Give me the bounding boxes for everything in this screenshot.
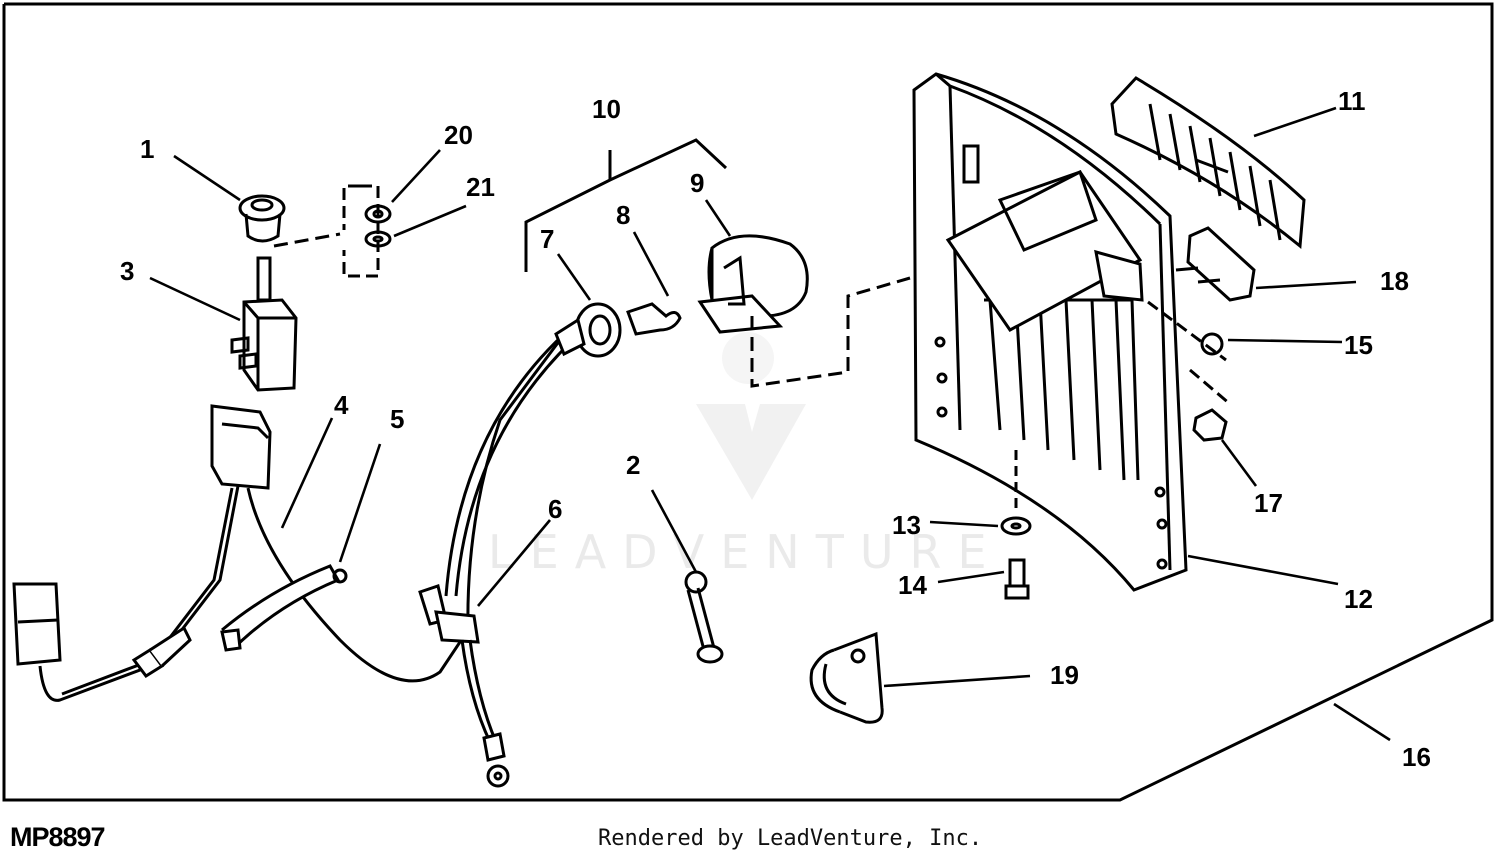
watermark-text: LEADVENTURE — [488, 525, 1003, 579]
part-clip — [809, 631, 884, 724]
callout-21: 21 — [466, 172, 495, 202]
callout-11: 11 — [1338, 86, 1366, 116]
callout-15: 15 — [1344, 330, 1373, 360]
callout-3: 3 — [120, 256, 134, 286]
callout-7: 7 — [540, 224, 554, 254]
part-clamp-and-lead — [418, 318, 587, 788]
part-reflector — [1110, 76, 1306, 249]
callout-1: 1 — [140, 134, 154, 164]
leader-lines — [149, 106, 1391, 742]
callout-17: 17 — [1254, 488, 1283, 518]
callout-8: 8 — [616, 200, 630, 230]
watermark-logo: LEADVENTURE — [488, 332, 1003, 579]
callout-4: 4 — [334, 390, 349, 420]
group-bracket-10 — [524, 138, 728, 272]
part-panel — [912, 72, 1188, 592]
callout-19: 19 — [1050, 660, 1079, 690]
callout-14: 14 — [898, 570, 927, 600]
part-wiring-harness — [12, 339, 562, 702]
callout-20: 20 — [444, 120, 473, 150]
callout-13: 13 — [892, 510, 921, 540]
part-washer-bolt — [1000, 450, 1032, 600]
callout-9: 9 — [690, 168, 704, 198]
dashed-guide-lamp — [750, 276, 911, 388]
part-switch — [230, 256, 298, 392]
part-lamp-assembly — [554, 234, 809, 358]
part-nut-washer — [273, 184, 392, 278]
drawing-id: MP8897 — [10, 822, 106, 852]
callout-12: 12 — [1344, 584, 1373, 614]
callout-6: 6 — [548, 494, 562, 524]
part-knob — [238, 194, 286, 243]
callout-18: 18 — [1380, 266, 1409, 296]
render-credit: Rendered by LeadVenture, Inc. — [598, 826, 983, 851]
part-small-hardware — [1147, 226, 1256, 442]
diagram-frame — [2, 2, 1494, 802]
callout-labels: 1 2 3 4 5 6 7 8 9 10 11 12 13 14 15 16 1… — [120, 86, 1431, 772]
callout-16: 16 — [1402, 742, 1431, 772]
callout-10: 10 — [592, 94, 621, 124]
callout-2: 2 — [626, 450, 640, 480]
callout-5: 5 — [390, 404, 404, 434]
part-lever — [684, 570, 724, 664]
